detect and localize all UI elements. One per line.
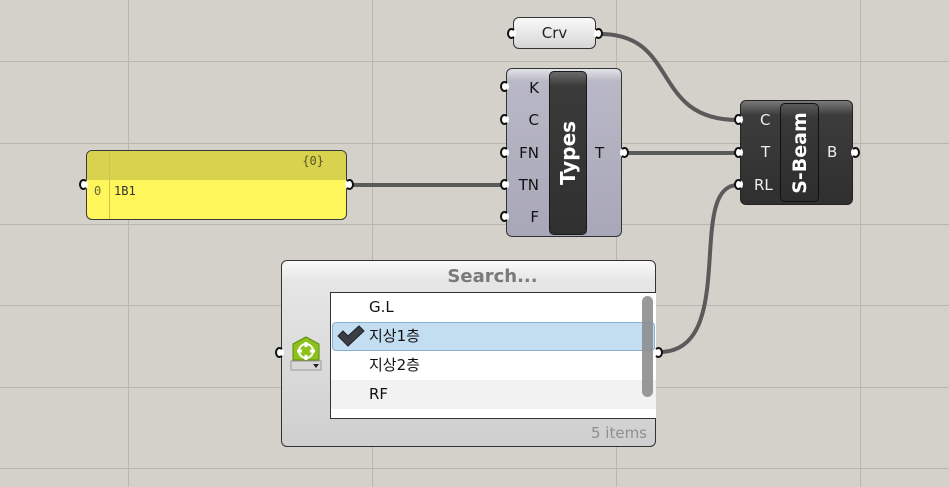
- sbeam-input-c-port[interactable]: [734, 114, 743, 125]
- value-list-component[interactable]: Search... G.L 지상1층 지상2층 RF: [281, 260, 656, 447]
- sbeam-input-c-label: C: [760, 111, 771, 129]
- list-item-label: 지상2층: [369, 356, 420, 374]
- types-input-k-port[interactable]: [500, 81, 509, 92]
- types-input-tn-label: TN: [518, 176, 539, 194]
- value-list-output-port[interactable]: [654, 347, 663, 358]
- crv-param[interactable]: Crv: [513, 17, 596, 49]
- types-output-t-label: T: [595, 144, 605, 162]
- types-name-block: Types: [549, 71, 587, 235]
- panel-header: [87, 151, 346, 180]
- sbeam-input-t-label: T: [761, 143, 771, 161]
- types-name: Types: [556, 120, 580, 186]
- sbeam-input-rl-port[interactable]: [734, 179, 743, 190]
- sbeam-output-b-port[interactable]: [851, 147, 860, 158]
- crv-input-port[interactable]: [507, 28, 516, 39]
- list-item-selected[interactable]: 지상1층: [332, 322, 655, 351]
- value-list-box[interactable]: G.L 지상1층 지상2층 RF: [330, 292, 656, 419]
- panel-item-value[interactable]: 1B1: [114, 184, 136, 198]
- wire-crv-to-c: [598, 32, 740, 122]
- value-list-input-port[interactable]: [275, 347, 284, 358]
- sbeam-name-block: S-Beam: [780, 103, 819, 202]
- types-input-c-label: C: [528, 111, 539, 129]
- types-input-fn-port[interactable]: [500, 147, 509, 158]
- panel-output-port[interactable]: [345, 179, 354, 190]
- checkmark-icon: [337, 325, 365, 347]
- crv-param-label: Crv: [541, 24, 568, 42]
- crv-output-port[interactable]: [594, 28, 603, 39]
- list-item[interactable]: G.L: [331, 293, 656, 322]
- list-item-label: 지상1층: [369, 327, 420, 345]
- value-list-count: 5 items: [590, 424, 647, 442]
- types-input-fn-label: FN: [519, 144, 539, 162]
- sbeam-name: S-Beam: [788, 111, 811, 194]
- value-list-icon: [290, 336, 322, 371]
- types-input-c-port[interactable]: [500, 114, 509, 125]
- sbeam-component[interactable]: C T RL S-Beam B: [740, 100, 853, 205]
- panel-item-index: 0: [94, 184, 102, 198]
- sbeam-output-b-label: B: [827, 143, 838, 161]
- types-input-f-label: F: [530, 208, 539, 226]
- wire-list-to-rl: [657, 183, 740, 354]
- types-output-t-port[interactable]: [620, 147, 629, 158]
- list-item-label: G.L: [369, 298, 394, 316]
- types-input-k-label: K: [529, 79, 539, 97]
- sbeam-input-t-port[interactable]: [734, 147, 743, 158]
- value-list-search[interactable]: Search...: [447, 266, 538, 287]
- panel-input-port[interactable]: [79, 179, 88, 190]
- list-scrollbar[interactable]: [642, 296, 653, 397]
- sbeam-input-rl-label: RL: [754, 176, 773, 194]
- panel-data-path: {0}: [302, 154, 324, 168]
- types-component[interactable]: K C FN TN F Types T: [506, 68, 622, 237]
- list-item[interactable]: 지상2층: [331, 351, 656, 380]
- panel-index-divider: [109, 151, 110, 219]
- types-input-tn-port[interactable]: [500, 179, 509, 190]
- types-input-f-port[interactable]: [500, 211, 509, 222]
- text-panel[interactable]: {0} 0 1B1: [86, 150, 347, 220]
- list-item[interactable]: RF: [331, 380, 656, 409]
- list-item-label: RF: [369, 385, 389, 403]
